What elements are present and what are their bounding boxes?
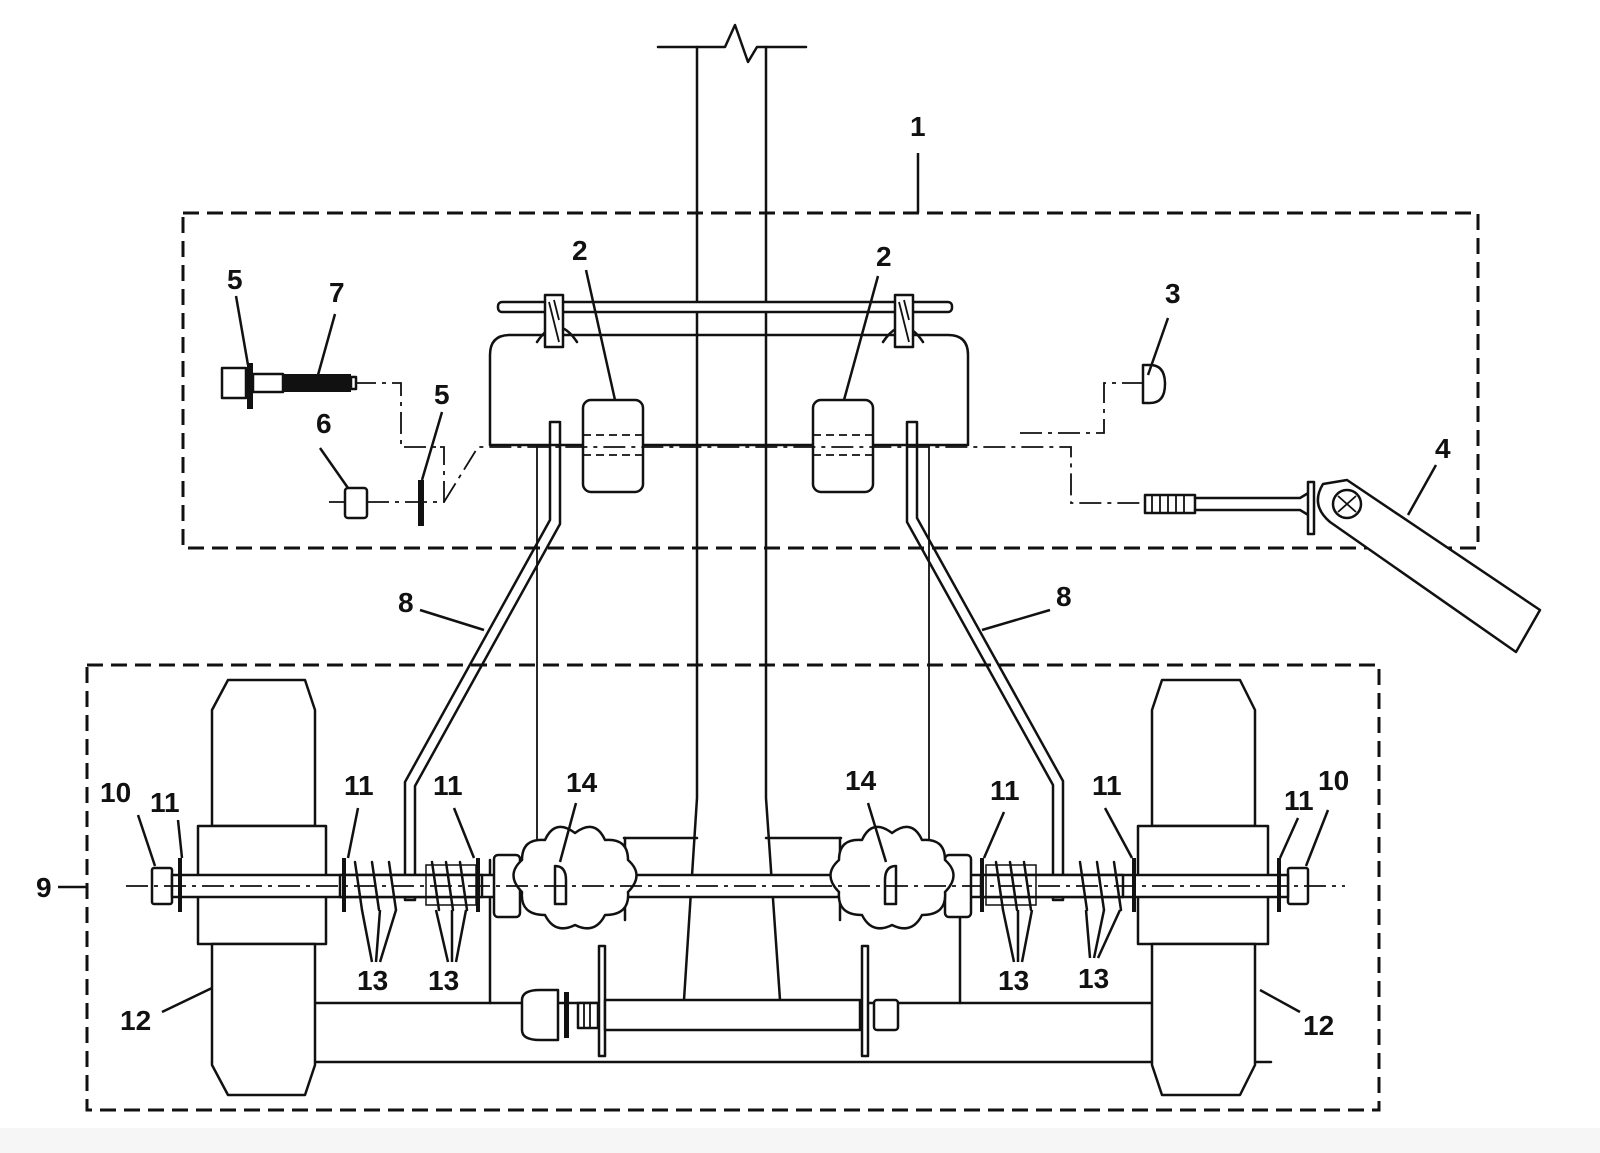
callout-12-left: 12 (120, 1005, 151, 1036)
page-footer-band (0, 1128, 1600, 1153)
callout-13-b: 13 (428, 965, 459, 996)
callout-11-c: 11 (433, 770, 463, 801)
callout-11-e: 11 (1092, 770, 1122, 801)
callout-13-c: 13 (998, 965, 1029, 996)
callout-3: 3 (1165, 278, 1181, 309)
callout-4: 4 (1435, 433, 1451, 464)
star-knob-left (512, 825, 638, 930)
callout-10-left: 10 (100, 777, 131, 808)
callout-13-d: 13 (1078, 963, 1109, 994)
callout-5-washer: 5 (434, 379, 450, 410)
callout-11-a: 11 (150, 787, 180, 818)
callout-6: 6 (316, 408, 332, 439)
callout-5-bolt: 5 (227, 264, 243, 295)
nut (343, 486, 369, 520)
callout-11-d: 11 (990, 775, 1020, 806)
callout-11-f: 11 (1284, 785, 1314, 816)
linkage-rod-right (905, 420, 1065, 902)
callouts: 1 2 2 3 4 5 5 6 7 8 8 9 10 10 11 11 11 1… (36, 111, 1451, 1041)
callout-14-left: 14 (566, 767, 598, 798)
upper-center-line (326, 382, 1143, 504)
callout-2-right: 2 (876, 241, 892, 272)
adjustment-screw (520, 944, 900, 1058)
callout-9: 9 (36, 872, 52, 903)
callout-10-right: 10 (1318, 765, 1349, 796)
knob-center-line (1020, 382, 1143, 434)
callout-7: 7 (329, 277, 345, 308)
knob (1141, 363, 1167, 405)
star-knob-right (829, 825, 955, 930)
callout-8-right: 8 (1056, 581, 1072, 612)
washer (418, 480, 424, 526)
bushing-right (811, 398, 875, 494)
callout-1: 1 (910, 111, 926, 142)
callout-11-b: 11 (344, 770, 374, 801)
top-bracket (488, 293, 970, 447)
callout-8-left: 8 (398, 587, 414, 618)
callout-13-a: 13 (357, 965, 388, 996)
main-post (656, 23, 808, 1002)
callout-12-right: 12 (1303, 1010, 1334, 1041)
bushing-left (581, 398, 645, 494)
leader-lines (58, 153, 1438, 1014)
linkage-rod-left (403, 420, 562, 902)
adjustment-handle (1143, 478, 1542, 654)
bolt (220, 363, 358, 409)
callout-14-right: 14 (845, 765, 877, 796)
callout-2-left: 2 (572, 235, 588, 266)
axle-washers (178, 858, 1281, 912)
